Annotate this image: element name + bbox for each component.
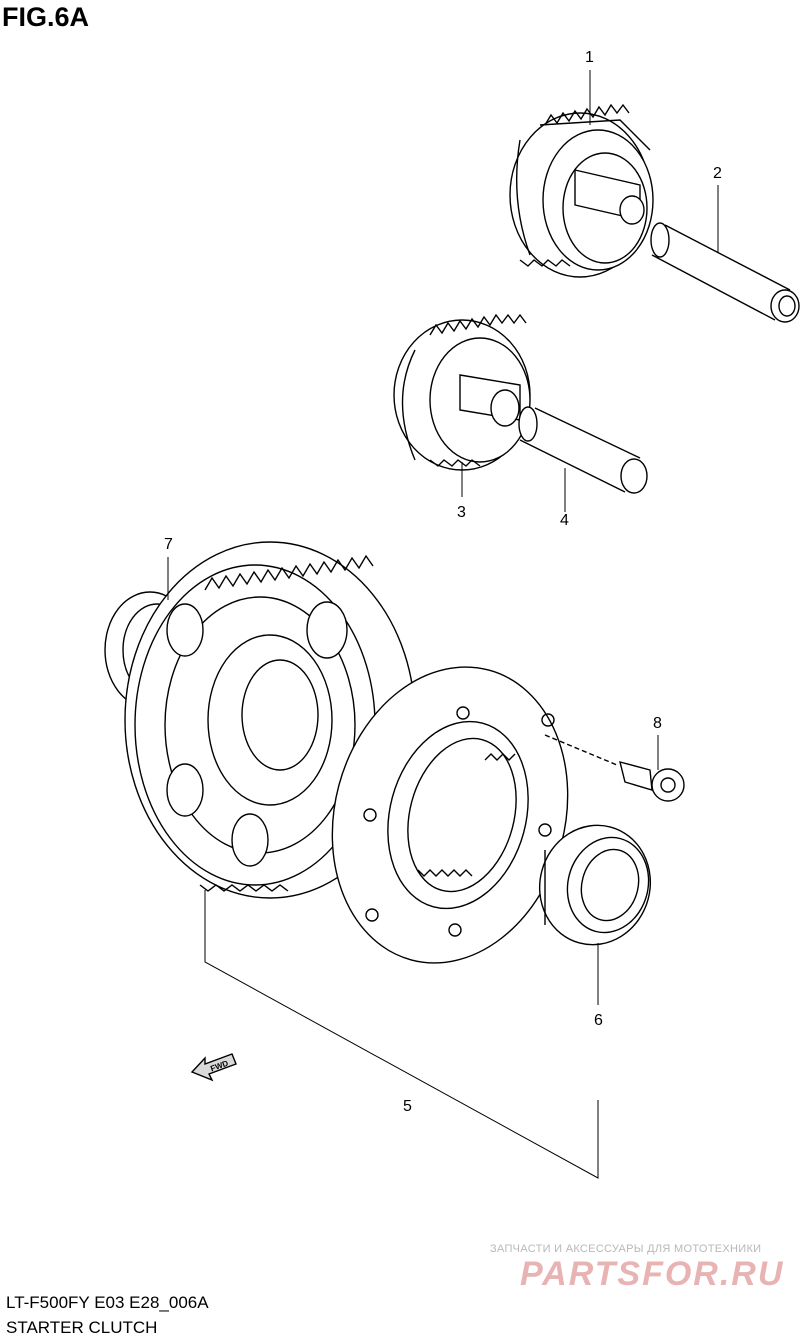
watermark-logo: PARTSFOR.RU <box>520 1255 785 1293</box>
callout-1: 1 <box>585 49 594 66</box>
callout-3: 3 <box>457 504 466 521</box>
part-5-clutch-housing <box>331 666 569 964</box>
watermark-tagline: ЗАПЧАСТИ И АКСЕССУАРЫ ДЛЯ МОТОТЕХНИКИ <box>490 1243 762 1255</box>
model-code: LT-F500FY E03 E28_006A <box>6 1293 209 1312</box>
part-3-gear <box>393 313 531 471</box>
part-1-idler-gear <box>509 103 654 278</box>
callout-5: 5 <box>403 1098 412 1115</box>
callout-7: 7 <box>164 536 173 553</box>
callout-4: 4 <box>560 512 569 529</box>
fwd-arrow-icon <box>190 1053 237 1082</box>
part-8-bolt <box>544 734 685 802</box>
part-2-shaft <box>650 222 800 323</box>
part-6-bearing <box>538 824 652 946</box>
callout-8: 8 <box>653 715 662 732</box>
callout-6: 6 <box>594 1012 603 1029</box>
section-name: STARTER CLUTCH <box>6 1318 158 1337</box>
callout-2: 2 <box>713 165 722 182</box>
part-4-shaft <box>518 406 648 494</box>
leader-lines <box>167 70 719 1179</box>
figure-title: FIG.6A <box>2 2 90 32</box>
